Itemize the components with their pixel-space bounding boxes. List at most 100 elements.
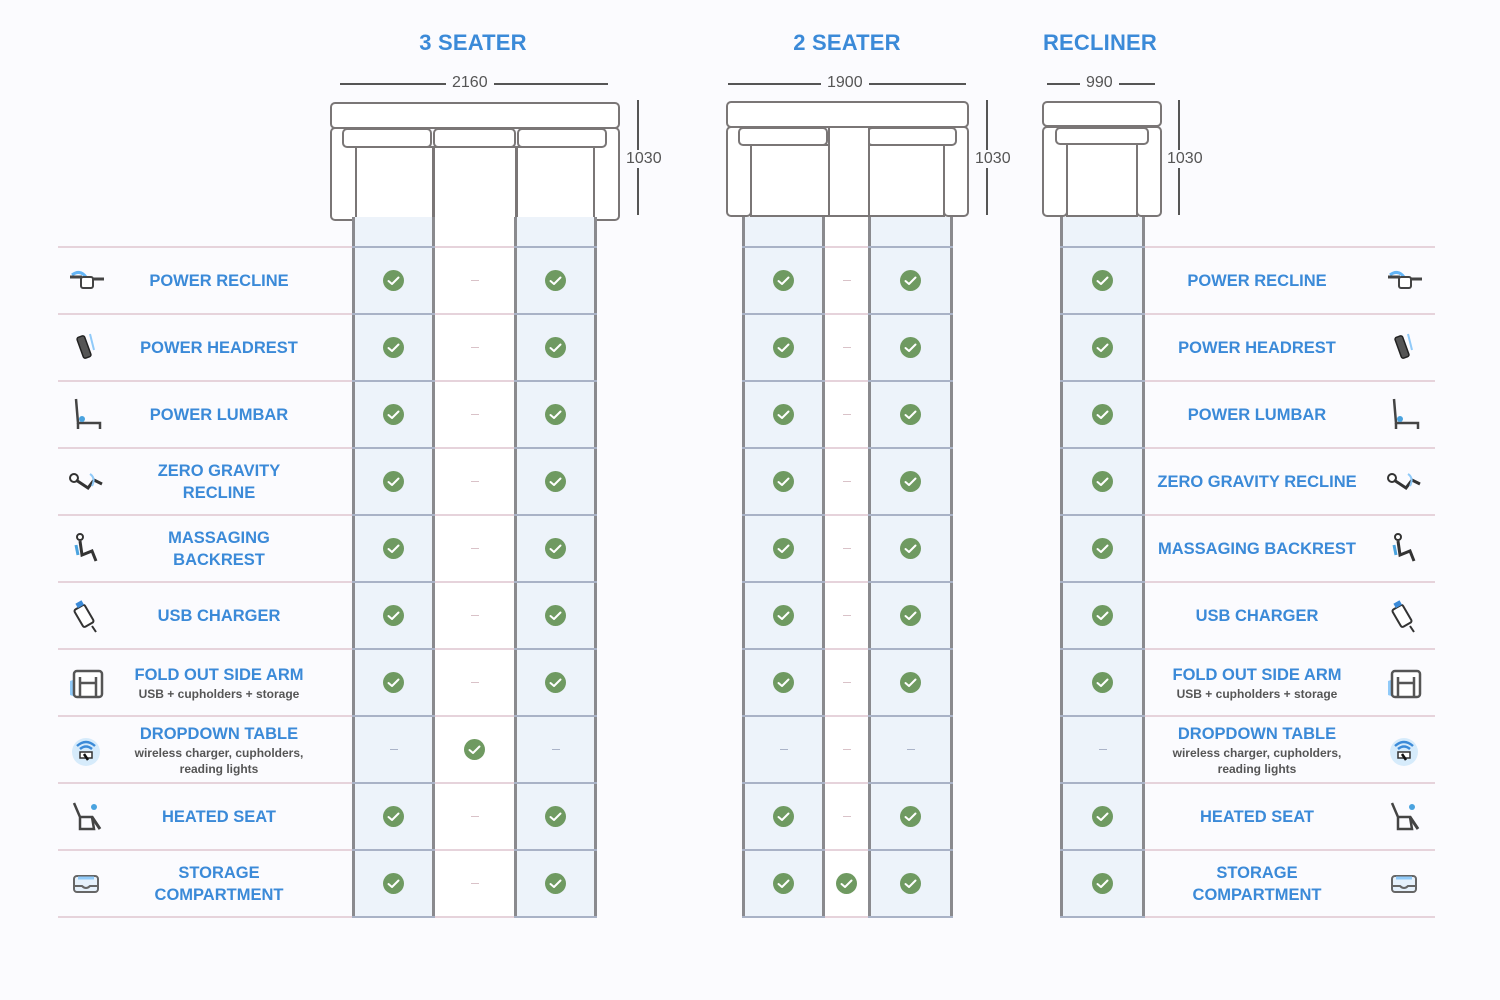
feature-unavailable-cell <box>822 783 871 850</box>
row-divider <box>514 782 597 784</box>
row-divider <box>742 916 825 918</box>
feature-available-cell <box>742 850 825 917</box>
row-divider <box>1142 380 1435 382</box>
feature-label-right: POWER LUMBAR <box>1148 381 1366 448</box>
row-divider <box>822 313 870 315</box>
row-divider <box>352 313 435 315</box>
feature-label-right: USB CHARGER <box>1148 582 1366 649</box>
row-divider <box>1142 581 1435 583</box>
check-icon <box>900 605 921 626</box>
feature-available-cell <box>1060 247 1145 314</box>
feature-unavailable-cell <box>822 314 871 381</box>
row-divider <box>352 782 435 784</box>
check-icon <box>900 806 921 827</box>
check-icon <box>545 672 566 693</box>
row-divider <box>352 380 435 382</box>
row-divider <box>868 715 953 717</box>
usb-icon <box>66 596 106 636</box>
check-icon <box>836 873 857 894</box>
dash-icon <box>470 413 479 416</box>
check-icon <box>383 471 404 492</box>
check-icon <box>545 605 566 626</box>
side-arm-icon <box>66 663 106 703</box>
check-icon <box>900 337 921 358</box>
check-icon <box>900 270 921 291</box>
feature-unavailable-cell <box>432 381 517 448</box>
feature-title: FOLD OUT SIDE ARM <box>134 665 304 684</box>
feature-unavailable-cell <box>822 649 871 716</box>
dropdown-table-icon <box>1384 730 1424 770</box>
row-divider <box>742 581 825 583</box>
row-divider <box>352 447 435 449</box>
check-icon <box>383 337 404 358</box>
row-divider <box>742 514 825 516</box>
feature-available-cell <box>868 247 953 314</box>
power-recline-icon <box>1384 261 1424 301</box>
row-divider <box>1060 514 1145 516</box>
feature-label-right: MASSAGING BACKREST <box>1148 515 1366 582</box>
feature-available-cell <box>514 582 597 649</box>
feature-available-cell <box>742 381 825 448</box>
feature-available-cell <box>742 448 825 515</box>
feature-label-left: STORAGE COMPARTMENT <box>110 850 328 917</box>
row-divider <box>742 849 825 851</box>
feature-label-right: POWER RECLINE <box>1148 247 1366 314</box>
row-divider <box>432 447 516 449</box>
feature-label-left: POWER RECLINE <box>110 247 328 314</box>
feature-available-cell <box>868 850 953 917</box>
zero-gravity-icon <box>1384 462 1424 502</box>
row-divider <box>58 380 352 382</box>
three-seater-seat-column-1 <box>352 217 435 918</box>
row-divider <box>58 581 352 583</box>
feature-available-cell <box>1060 649 1145 716</box>
dash-icon <box>842 748 851 751</box>
check-icon <box>383 806 404 827</box>
feature-available-cell <box>1060 314 1145 381</box>
row-divider <box>1060 849 1145 851</box>
feature-title: POWER HEADREST <box>1178 338 1336 357</box>
dash-icon <box>842 279 851 282</box>
feature-title: POWER LUMBAR <box>1187 405 1327 424</box>
feature-title: POWER RECLINE <box>1187 271 1327 290</box>
row-divider <box>868 313 953 315</box>
row-divider <box>514 246 597 248</box>
row-divider <box>432 313 516 315</box>
row-divider <box>1142 715 1435 717</box>
row-divider <box>514 581 597 583</box>
three-seater-seat-column-2 <box>432 217 517 918</box>
check-icon <box>383 404 404 425</box>
feature-available-cell <box>514 649 597 716</box>
feature-title: MASSAGING BACKREST <box>1157 539 1356 558</box>
feature-unavailable-cell <box>822 582 871 649</box>
row-divider <box>514 380 597 382</box>
row-divider <box>1142 313 1435 315</box>
feature-title: DROPDOWN TABLE <box>139 724 299 743</box>
row-divider <box>352 246 435 248</box>
row-divider <box>514 447 597 449</box>
row-divider <box>1142 514 1435 516</box>
feature-available-cell <box>514 448 597 515</box>
feature-unavailable-cell <box>822 448 871 515</box>
row-divider <box>1060 246 1145 248</box>
feature-label-right: HEATED SEAT <box>1148 783 1366 850</box>
feature-label-right: POWER HEADREST <box>1148 314 1366 381</box>
width-dimension-2-seater: 1900 <box>821 74 869 92</box>
check-icon <box>773 605 794 626</box>
dash-icon <box>470 614 479 617</box>
massage-icon <box>1384 529 1424 569</box>
feature-available-cell <box>1060 381 1145 448</box>
model-title-3-seater: 3 SEATER <box>419 30 527 55</box>
power-lumbar-icon <box>1384 395 1424 435</box>
feature-unavailable-cell <box>432 448 517 515</box>
check-icon <box>773 471 794 492</box>
row-divider <box>868 916 953 918</box>
dash-icon <box>842 815 851 818</box>
feature-available-cell <box>742 247 825 314</box>
dash-icon <box>842 547 851 550</box>
row-divider <box>1142 916 1435 918</box>
check-icon <box>545 873 566 894</box>
check-icon <box>900 672 921 693</box>
feature-title: POWER HEADREST <box>140 338 298 357</box>
row-divider <box>432 514 516 516</box>
